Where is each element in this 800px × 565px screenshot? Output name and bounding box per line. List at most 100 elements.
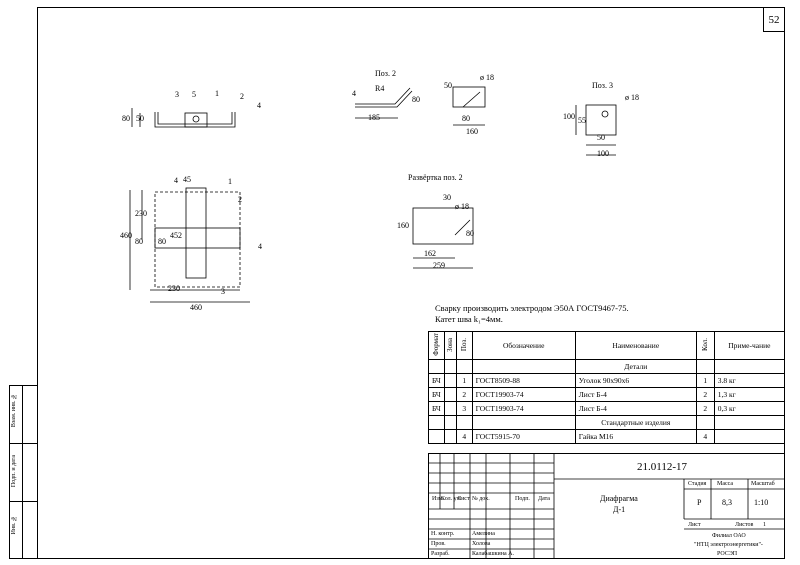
front-view-outline (154, 191, 241, 288)
mass-label: Масса (717, 481, 734, 487)
dim-label: 4 (257, 101, 261, 110)
specification-table: Формат Зона Поз. Обозначение Наименовани… (428, 331, 786, 444)
cell-format: БЧ (428, 387, 445, 402)
cell-format: БЧ (428, 373, 445, 388)
sheets-label: Листов (735, 522, 754, 528)
col-pos: Поз. (460, 337, 469, 352)
col-label: Подп. (515, 496, 530, 502)
side-stamp (9, 385, 37, 559)
table-row: 4 ГОСТ5915-70 Гайка М16 4 (428, 429, 786, 444)
top-view-nut (184, 112, 208, 128)
dim-label: ø 18 (625, 93, 639, 102)
table-row: БЧ 2 ГОСТ19903-74 Лист Б-4 2 1,3 кг (428, 387, 786, 402)
cell-designation: ГОСТ8509-88 (471, 373, 576, 388)
col-label: № док. (472, 496, 490, 502)
cell-qty: 4 (695, 429, 715, 444)
dim-label: 185 (368, 113, 380, 122)
dim-label: 460 (120, 231, 132, 240)
col-label: Изм. (432, 496, 444, 502)
item-code: Д-1 (613, 505, 626, 514)
note-line: Катет шва k₁=4мм. (435, 314, 503, 324)
dim-label: 45 (183, 175, 191, 184)
dim-label: 452 (170, 231, 182, 240)
cell-pos: 2 (455, 387, 473, 402)
stage-value: Р (697, 498, 702, 507)
dim-label: 162 (424, 249, 436, 258)
role-label: Н. контр. (431, 531, 455, 537)
dim-label: 80 (462, 114, 470, 123)
cell-name: Уголок 90х90х6 (574, 373, 697, 388)
dim-label: 80 (466, 229, 474, 238)
dim-label: 80 (122, 114, 130, 123)
drawing-frame (37, 7, 785, 559)
dim-label: 460 (190, 303, 202, 312)
dim-label: 160 (397, 221, 409, 230)
cell-designation: ГОСТ19903-74 (471, 401, 576, 416)
scale-label: Масштаб (751, 481, 775, 487)
dim-label: 50 (444, 81, 452, 90)
dim-label: 100 (563, 112, 575, 121)
dim-label: 5 (192, 90, 196, 99)
table-row: БЧ 3 ГОСТ19903-74 Лист Б-4 2 0,3 кг (428, 401, 786, 416)
col-name: Наименование (574, 331, 697, 360)
dim-label: 4 (352, 89, 356, 98)
col-label: Дата (538, 496, 550, 502)
top-view-hole (192, 115, 200, 123)
pos2-title: Поз. 2 (375, 69, 396, 78)
dim-label: 1 (228, 177, 232, 186)
cell-note: 3.8 кг (713, 373, 786, 388)
dim-label: R4 (375, 84, 385, 93)
org-line: РОСЭП (717, 551, 738, 557)
sheet-label: Лист (688, 522, 701, 528)
sheets-value: 1 (763, 522, 766, 528)
dim-label: 4 (258, 242, 262, 251)
col-qty: Кол. (701, 338, 710, 351)
dim-label: 55 (578, 116, 586, 125)
table-row: Стандартные изделия (428, 415, 786, 430)
signer-name: Амелина (472, 531, 495, 537)
pos3-plate (585, 104, 617, 136)
cell-note: 0,3 кг (713, 401, 786, 416)
dim-label: 160 (466, 127, 478, 136)
scale-value: 1:10 (754, 498, 769, 507)
dim-label: 1 (215, 89, 219, 98)
cell-qty: 1 (695, 373, 715, 388)
unfold-title: Развёртка поз. 2 (408, 173, 463, 182)
top-view-angle (154, 112, 236, 128)
pos3-title: Поз. 3 (592, 81, 613, 90)
org-line: "НТЦ электроэнергетики"- (694, 542, 763, 548)
cell-designation: ГОСТ5915-70 (471, 429, 576, 444)
dim-label: 80 (158, 237, 166, 246)
dim-label: ø 18 (480, 73, 494, 82)
doc-number: 21.0112-17 (637, 461, 688, 473)
cell-pos: 4 (455, 429, 473, 444)
dim-label: 100 (597, 149, 609, 158)
cell-designation: ГОСТ19903-74 (471, 387, 576, 402)
role-label: Пров. (431, 541, 446, 547)
cell-name: Лист Б-4 (574, 387, 697, 402)
dim-label: 50 (597, 133, 605, 142)
item-name: Диафрагма (600, 494, 638, 503)
role-label: Разраб. (431, 551, 450, 557)
note-line: Сварку производить электродом Э50А ГОСТ9… (435, 303, 629, 313)
pos2-side-view (452, 86, 486, 108)
table-row: БЧ 1 ГОСТ8509-88 Уголок 90х90х6 1 3.8 кг (428, 373, 786, 388)
section-title: Детали (574, 359, 697, 374)
dim-label: 230 (168, 284, 180, 293)
table-header-row: Формат Зона Поз. Обозначение Наименовани… (428, 331, 786, 360)
top-view-angle-inner (157, 112, 233, 125)
dim-label: 2 (238, 195, 242, 204)
dim-label: 2 (240, 92, 244, 101)
front-view-angle (185, 187, 207, 279)
col-note: Приме-чание (713, 331, 786, 360)
signer-name: Калабашкина А. (472, 551, 514, 557)
title-block-grid (428, 453, 785, 559)
dim-label: 50 (136, 114, 144, 123)
dim-label: 80 (135, 237, 143, 246)
cell-name: Лист Б-4 (574, 401, 697, 416)
side-stamp-cells: Взам. инв. № Подп. и дата Инв. № (9, 385, 37, 559)
dim-label: 259 (433, 261, 445, 270)
cell-name: Гайка М16 (574, 429, 697, 444)
dim-label: 80 (412, 95, 420, 104)
